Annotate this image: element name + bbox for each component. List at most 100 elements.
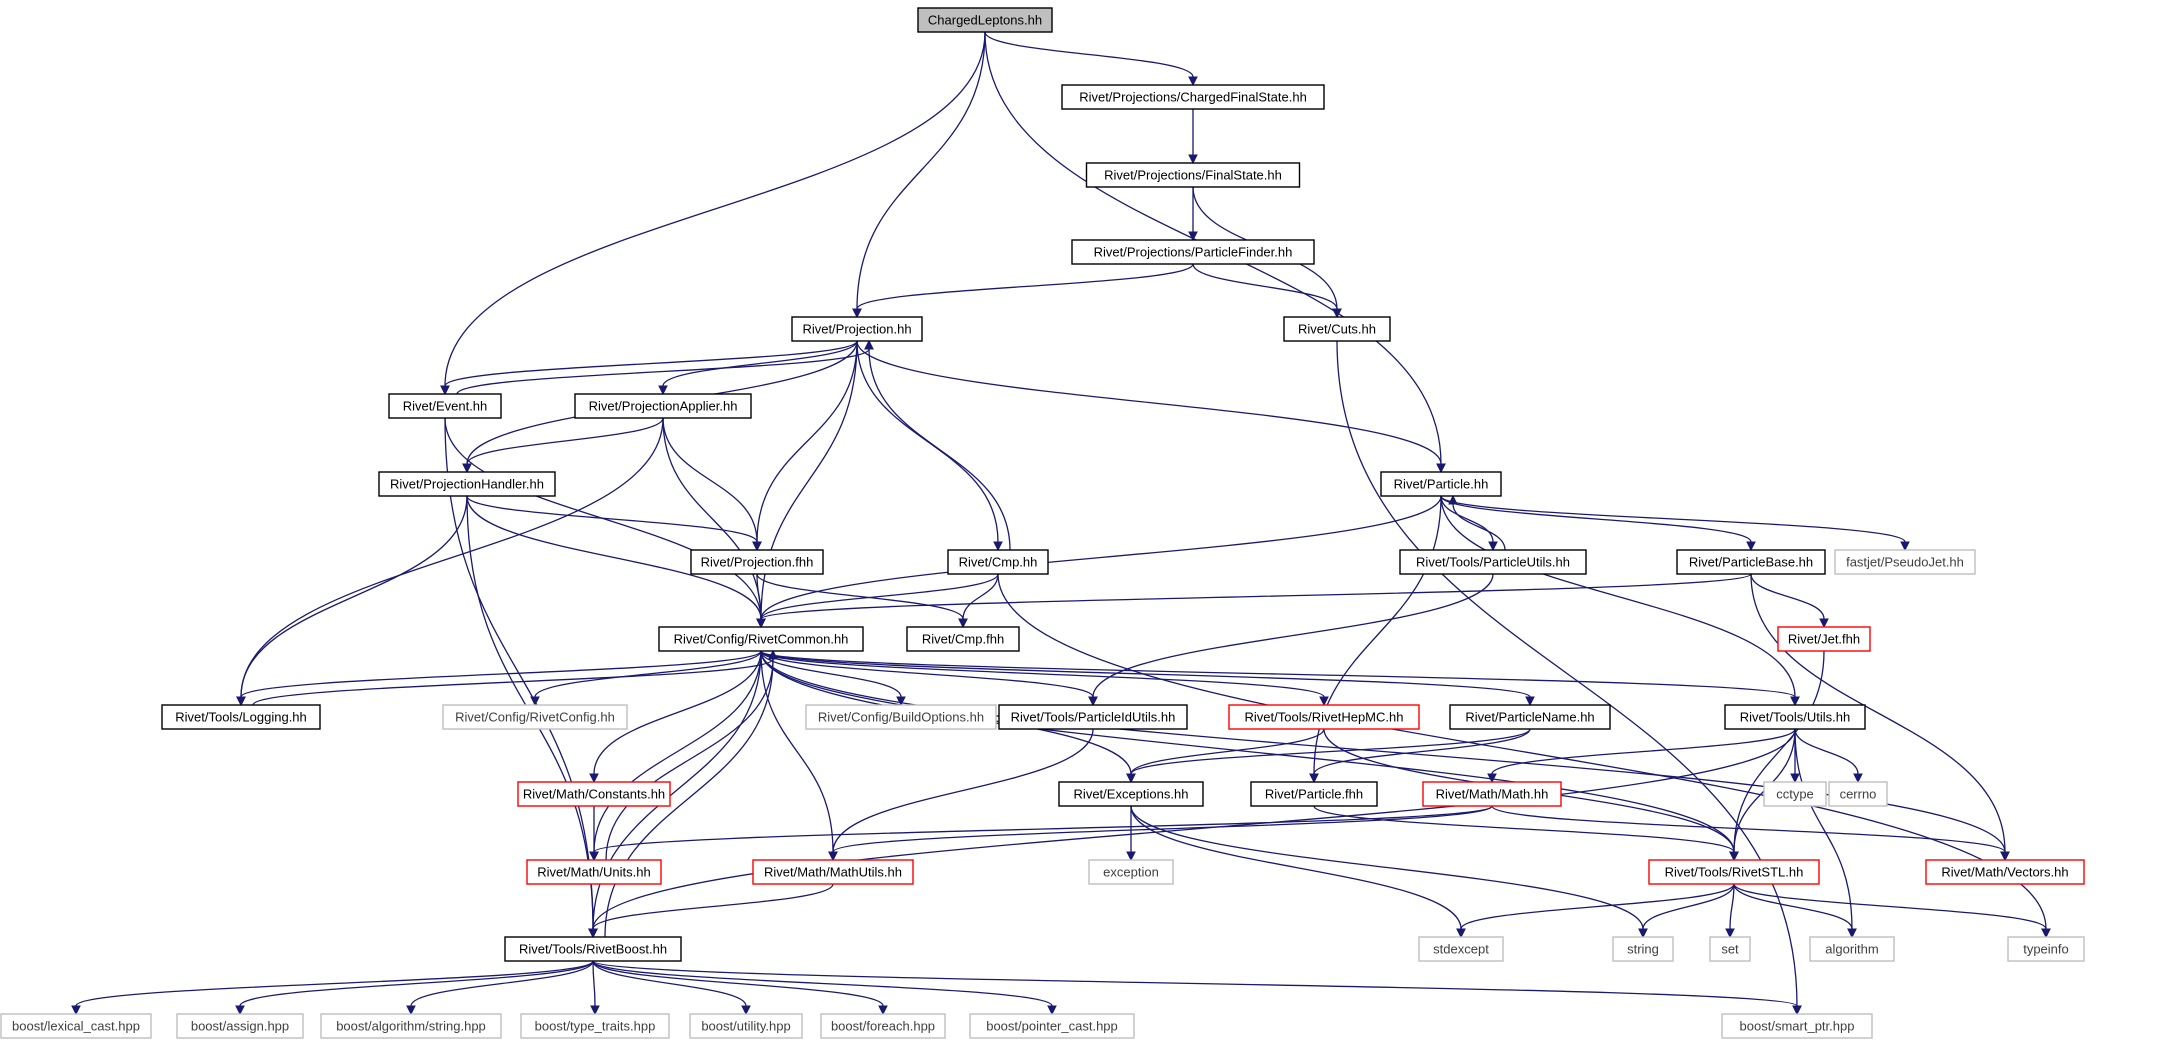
node-box	[1809, 936, 1895, 962]
node-box	[1676, 549, 1826, 575]
node-label: Rivet/Tools/Logging.hh	[175, 710, 307, 725]
node-box	[1418, 936, 1504, 962]
node-mathutils[interactable]: Rivet/Math/MathUtils.hh	[752, 859, 914, 885]
edge-event-to-common	[444, 417, 766, 629]
node-constants[interactable]: Rivet/Math/Constants.hh	[517, 781, 671, 807]
edge-units-to-common	[605, 649, 778, 861]
node-pname[interactable]: Rivet/ParticleName.hh	[1449, 704, 1611, 730]
node-putils[interactable]: Rivet/Tools/ParticleUtils.hh	[1399, 549, 1587, 575]
edge-cmp-to-proj	[864, 339, 1011, 551]
node-box	[526, 859, 662, 885]
node-box	[805, 704, 997, 730]
node-box	[2007, 936, 2085, 962]
edge-rboost-to-common	[604, 649, 778, 938]
node-box	[1250, 781, 1378, 807]
node-balgstr: boost/algorithm/string.hpp	[320, 1013, 502, 1039]
node-logging[interactable]: Rivet/Tools/Logging.hh	[161, 704, 321, 730]
edge-common-to-buildopt	[760, 650, 906, 707]
edge-phand-to-projfhh	[466, 495, 762, 552]
edge-particle-to-tutils	[1440, 495, 1800, 707]
node-label: Rivet/Projection.hh	[802, 322, 911, 337]
node-mathhh[interactable]: Rivet/Math/Math.hh	[1422, 781, 1562, 807]
node-chfs[interactable]: Rivet/Projections/ChargedFinalState.hh	[1061, 84, 1325, 110]
node-bforeach: boost/foreach.hpp	[820, 1013, 946, 1039]
node-box	[320, 1013, 502, 1039]
edge-particle-to-pfhh	[1309, 495, 1442, 784]
node-pfhh[interactable]: Rivet/Particle.fhh	[1250, 781, 1378, 807]
node-pfind[interactable]: Rivet/Projections/ParticleFinder.hh	[1071, 239, 1315, 265]
node-stl[interactable]: Rivet/Tools/RivetSTL.hh	[1648, 859, 1820, 885]
node-bpcast: boost/pointer_cast.hpp	[969, 1013, 1135, 1039]
node-fs[interactable]: Rivet/Projections/FinalState.hh	[1085, 162, 1301, 188]
node-label: fastjet/PseudoJet.hh	[1846, 555, 1964, 570]
node-exceptions[interactable]: Rivet/Exceptions.hh	[1058, 781, 1204, 807]
node-particle[interactable]: Rivet/Particle.hh	[1380, 471, 1502, 497]
edge-pfhh-to-stl	[1313, 805, 1739, 862]
edge-stl-to-typeinfo	[1733, 883, 2051, 939]
node-cmp[interactable]: Rivet/Cmp.hh	[947, 549, 1049, 575]
node-units[interactable]: Rivet/Math/Units.hh	[526, 859, 662, 885]
node-label: Rivet/Tools/ParticleIdUtils.hh	[1011, 710, 1176, 725]
edge-rboost-to-btypetr	[590, 960, 600, 1016]
edge-proj-to-papp	[658, 340, 858, 396]
node-pbase[interactable]: Rivet/ParticleBase.hh	[1676, 549, 1826, 575]
node-common[interactable]: Rivet/Config/RivetCommon.hh	[658, 626, 864, 652]
edge-pbase-to-common	[756, 573, 1752, 629]
node-box	[1071, 239, 1315, 265]
node-box	[1709, 936, 1751, 962]
node-proj[interactable]: Rivet/Projection.hh	[791, 316, 923, 342]
node-box	[752, 859, 914, 885]
node-jetfhh[interactable]: Rivet/Jet.fhh	[1777, 626, 1871, 652]
edge-stl-to-string	[1638, 883, 1735, 939]
edge-rboost-to-bsmart	[592, 960, 1802, 1016]
edge-proj-to-event	[440, 340, 858, 396]
node-set: set	[1709, 936, 1751, 962]
node-cuts[interactable]: Rivet/Cuts.hh	[1283, 316, 1391, 342]
node-label: Rivet/Math/Units.hh	[537, 865, 650, 880]
node-box	[1724, 704, 1866, 730]
node-box	[1777, 626, 1871, 652]
node-label: cerrno	[1840, 787, 1877, 802]
node-papp[interactable]: Rivet/ProjectionApplier.hh	[574, 393, 752, 419]
node-rboost[interactable]: Rivet/Tools/RivetBoost.hh	[504, 936, 682, 962]
edge-pname-to-pfhh	[1309, 728, 1531, 784]
node-box	[690, 549, 824, 575]
node-lexcast: boost/lexical_cast.hpp	[0, 1013, 152, 1039]
node-vectors[interactable]: Rivet/Math/Vectors.hh	[1925, 859, 2085, 885]
node-label: set	[1721, 942, 1739, 957]
node-label: boost/algorithm/string.hpp	[336, 1019, 486, 1034]
node-box	[388, 393, 502, 419]
node-phand[interactable]: Rivet/ProjectionHandler.hh	[378, 471, 556, 497]
node-buildopt: Rivet/Config/BuildOptions.hh	[805, 704, 997, 730]
node-label: Rivet/Tools/Utils.hh	[1740, 710, 1851, 725]
nodes-layer: ChargedLeptons.hhRivet/Projections/Charg…	[0, 7, 2085, 1039]
edge-papp-to-projfhh	[662, 417, 762, 552]
node-hepmc[interactable]: Rivet/Tools/RivetHepMC.hh	[1228, 704, 1420, 730]
node-box	[658, 626, 864, 652]
edge-common-to-pname	[760, 650, 1535, 707]
node-cmpfhh[interactable]: Rivet/Cmp.fhh	[906, 626, 1020, 652]
edge-pfind-to-cuts	[1192, 263, 1342, 319]
edge-mathutils-to-rboost	[588, 883, 834, 939]
node-event[interactable]: Rivet/Event.hh	[388, 393, 502, 419]
node-root[interactable]: ChargedLeptons.hh	[917, 7, 1053, 33]
node-tutils[interactable]: Rivet/Tools/Utils.hh	[1724, 704, 1866, 730]
node-box	[161, 704, 321, 730]
edge-proj-to-cmp	[856, 340, 1003, 552]
edge-rboost-to-bpcast	[592, 960, 1057, 1016]
node-box	[378, 471, 556, 497]
edge-mathhh-to-units	[589, 805, 1493, 862]
node-box	[917, 7, 1053, 33]
node-projfhh[interactable]: Rivet/Projection.fhh	[690, 549, 824, 575]
edge-rboost-to-lexcast	[71, 960, 594, 1016]
node-pidutils[interactable]: Rivet/Tools/ParticleIdUtils.hh	[998, 704, 1188, 730]
node-cctype: cctype	[1763, 781, 1827, 807]
node-box	[1925, 859, 2085, 885]
edge-rboost-to-bforeach	[592, 960, 888, 1016]
node-label: Rivet/ProjectionHandler.hh	[390, 477, 544, 492]
node-label: Rivet/ProjectionApplier.hh	[589, 399, 738, 414]
node-label: Rivet/ParticleBase.hh	[1689, 555, 1813, 570]
edge-papp-to-phand	[462, 417, 664, 474]
node-box	[520, 1013, 670, 1039]
